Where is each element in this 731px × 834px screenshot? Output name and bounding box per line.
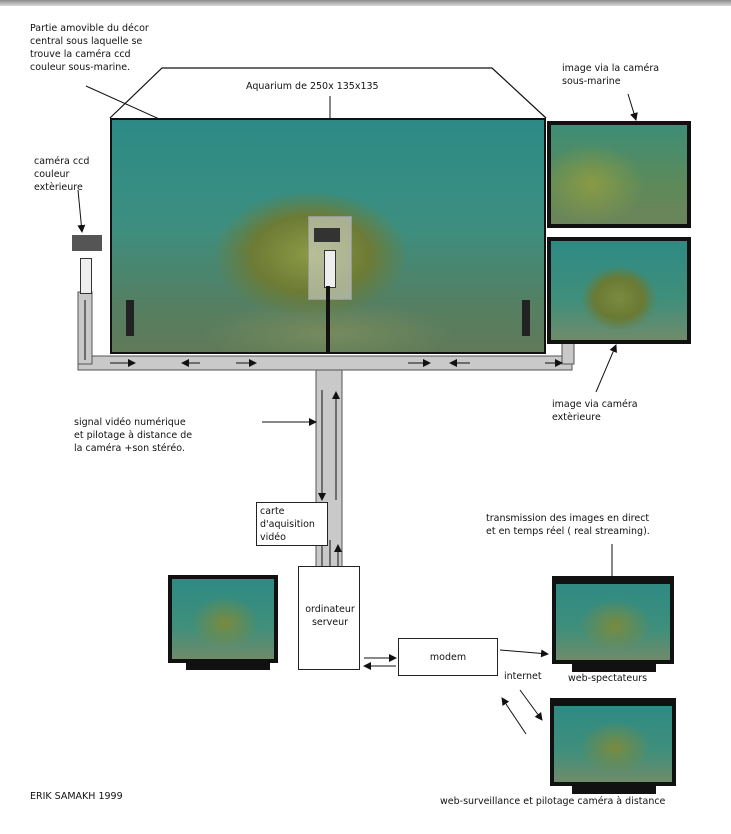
aquarium-label: Aquarium de 250x 135x135 (246, 81, 379, 92)
server-monitor-base (186, 662, 270, 670)
external-camera-mount (80, 258, 92, 294)
web-spectators-screen (552, 576, 674, 664)
aquarium-view (110, 118, 546, 354)
acquisition-card-label: carte d'aquisition vidéo (260, 506, 315, 543)
right-speaker-icon (522, 300, 530, 336)
external-camera-icon (72, 235, 102, 251)
removable-decor-label: Partie amovible du décor central sous la… (30, 23, 149, 73)
aquarium-outline (109, 67, 547, 119)
credit-label: ERIK SAMAKH 1999 (30, 791, 123, 802)
server-computer-label: ordinateur serveur (305, 604, 355, 628)
central-wire (326, 286, 330, 352)
left-speaker-icon (126, 300, 134, 336)
web-spectators-base (572, 664, 656, 672)
underwater-camera-image (547, 121, 691, 228)
acquisition-card-box (256, 502, 328, 546)
underwater-camera-icon (314, 228, 340, 242)
modem-box (398, 638, 498, 676)
web-surveillance-base (572, 786, 656, 794)
video-signal-label: signal vidéo numérique et pilotage à dis… (74, 417, 193, 454)
internet-label: internet (504, 671, 542, 682)
external-camera-image (547, 237, 691, 344)
modem-label: modem (429, 652, 467, 663)
server-monitor-screen (168, 575, 278, 663)
transmission-label: transmission des images en direct et en … (486, 513, 650, 537)
window-top-bar (0, 0, 731, 6)
underwater-camera-mount (324, 250, 336, 288)
web-surveillance-screen (550, 698, 676, 786)
server-computer-box (298, 566, 360, 670)
underwater-image-label: image via la caméra sous-marine (562, 63, 660, 87)
bottom-pipe (77, 355, 573, 371)
external-camera-label: caméra ccd couleur extèrieure (34, 156, 90, 193)
external-image-label: image via caméra extèrieure (552, 399, 638, 423)
web-spectators-label: web-spectateurs (568, 673, 648, 684)
web-surveillance-label: web-surveillance et pilotage caméra à di… (440, 796, 666, 807)
